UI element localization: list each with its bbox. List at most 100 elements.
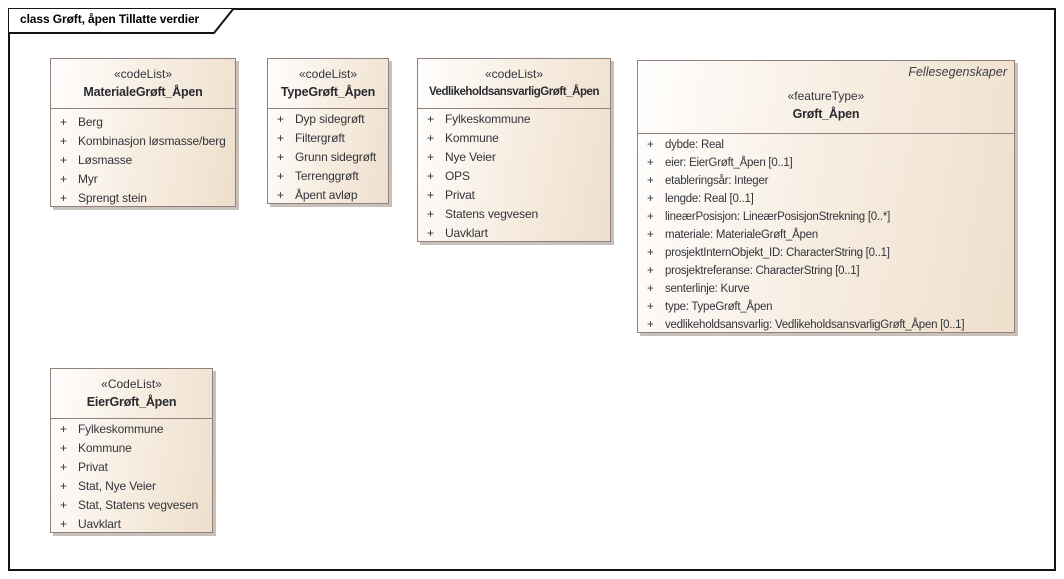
attribute-text: Uavklart (445, 226, 488, 240)
class-name: Grøft_Åpen (792, 107, 860, 121)
class-name: VedlikeholdsansvarligGrøft_Åpen (428, 86, 600, 98)
class-name: TypeGrøft_Åpen (280, 85, 376, 99)
attribute-row: + dybde: Real (644, 136, 1008, 154)
attribute-text: type: TypeGrøft_Åpen (665, 301, 773, 313)
visibility-public-marker: + (647, 211, 654, 223)
stereotype-label: «codeList» (298, 67, 358, 81)
class-box-vedlikeholdsansvarliggroft-apen[interactable]: «codeList» VedlikeholdsansvarligGrøft_Åp… (417, 58, 611, 242)
visibility-public-marker: + (60, 498, 67, 512)
class-name: EierGrøft_Åpen (86, 395, 177, 409)
frame-title-tab: class Grøft, åpen Tillatte verdier (8, 8, 242, 35)
attribute-text: Dyp sidegrøft (295, 112, 365, 126)
visibility-public-marker: + (60, 460, 67, 474)
package-label: Fellesegenskaper (908, 65, 1007, 79)
attribute-text: Terrenggrøft (295, 169, 359, 183)
class-box-eiergroft-apen[interactable]: «CodeList» EierGrøft_Åpen + Fylkeskommune… (50, 368, 213, 533)
attribute-text: Filtergrøft (295, 131, 345, 145)
attribute-text: Sprengt stein (78, 191, 147, 205)
attribute-compartment: + Berg +Kombinasjon løsmasse/berg + Løsmas… (51, 109, 235, 208)
attribute-row: + Sprengt stein (57, 189, 229, 208)
class-header: «CodeList» EierGrøft_Åpen (51, 369, 212, 419)
attribute-row: +Grunn sidegrøft (274, 148, 382, 167)
attribute-row: +materiale: MaterialeGrøft_Åpen (644, 226, 1008, 244)
visibility-public-marker: + (60, 422, 67, 436)
attribute-row: + type: TypeGrøft_Åpen (644, 298, 1008, 316)
attribute-row: +Terrenggrøft (274, 167, 382, 186)
attribute-text: Berg (78, 115, 103, 129)
attribute-text: OPS (445, 169, 470, 183)
visibility-public-marker: + (427, 226, 434, 240)
attribute-row: + Kommune (424, 129, 604, 148)
attribute-row: +Statens vegvesen (424, 205, 604, 224)
attribute-text: Kommune (78, 441, 132, 455)
class-box-typegroft-apen[interactable]: «codeList» TypeGrøft_Åpen + Dyp sidegrøft… (267, 58, 389, 204)
diagram-frame (8, 8, 1056, 571)
attribute-row: + Myr (57, 170, 229, 189)
attribute-row: + Dyp sidegrøft (274, 110, 382, 129)
visibility-public-marker: + (60, 479, 67, 493)
class-box-groft-apen[interactable]: Fellesegenskaper «featureType» Grøft_Åpe… (637, 60, 1015, 333)
attribute-row: +etableringsår: Integer (644, 172, 1008, 190)
visibility-public-marker: + (427, 207, 434, 221)
attribute-text: Privat (78, 460, 108, 474)
class-name: MaterialeGrøft_Åpen (83, 85, 203, 99)
attribute-text: Kommune (445, 131, 499, 145)
class-header: «codeList» TypeGrøft_Åpen (268, 59, 388, 109)
visibility-public-marker: + (427, 150, 434, 164)
attribute-text: prosjektInternObjekt_ID: CharacterString… (665, 247, 890, 259)
attribute-row: + Løsmasse (57, 151, 229, 170)
visibility-public-marker: + (647, 157, 654, 169)
attribute-text: Fylkeskommune (445, 112, 531, 126)
visibility-public-marker: + (277, 131, 284, 145)
visibility-public-marker: + (647, 319, 654, 331)
attribute-text: vedlikeholdsansvarlig: Vedlikeholdsansva… (665, 319, 965, 331)
visibility-public-marker: + (277, 188, 284, 202)
visibility-public-marker: + (647, 265, 654, 277)
attribute-text: dybde: Real (665, 139, 724, 151)
attribute-text: Myr (78, 172, 98, 186)
attribute-row: + vedlikeholdsansvarlig: Vedlikeholdsansv… (644, 316, 1008, 334)
visibility-public-marker: + (647, 139, 654, 151)
attribute-compartment: +Fylkeskommune +Kommune +Nye Veier +OPS … (418, 109, 610, 243)
attribute-row: +Uavklart (57, 515, 206, 534)
attribute-text: materiale: MaterialeGrøft_Åpen (665, 229, 818, 241)
attribute-text: Grunn sidegrøft (295, 150, 377, 164)
visibility-public-marker: + (60, 153, 67, 167)
visibility-public-marker: + (60, 191, 67, 205)
attribute-text: lengde: Real [0..1] (665, 193, 754, 205)
visibility-public-marker: + (60, 441, 67, 455)
visibility-public-marker: + (60, 115, 67, 129)
attribute-row: + Privat (57, 458, 206, 477)
stereotype-label: «codeList» (113, 67, 173, 81)
attribute-row: + Berg (57, 113, 229, 132)
class-header: «codeList» VedlikeholdsansvarligGrøft_Åp… (418, 59, 610, 109)
attribute-row: + prosjektreferanse: CharacterString [0..… (644, 262, 1008, 280)
attribute-text: Åpent avløp (295, 188, 358, 202)
class-box-materialegroft-apen[interactable]: «codeList» MaterialeGrøft_Åpen + Berg +Ko… (50, 58, 236, 207)
attribute-row: +eier: EierGrøft_Åpen [0..1] (644, 154, 1008, 172)
attribute-text: senterlinje: Kurve (665, 283, 750, 295)
stereotype-label: «codeList» (484, 67, 544, 81)
attribute-text: prosjektreferanse: CharacterString [0..1… (665, 265, 860, 277)
visibility-public-marker: + (427, 131, 434, 145)
visibility-public-marker: + (647, 193, 654, 205)
attribute-compartment: + dybde: Real +eier: EierGrøft_Åpen [0..1… (638, 134, 1014, 334)
attribute-row: +Stat, Statens vegvesen (57, 496, 206, 515)
attribute-text: lineærPosisjon: LineærPosisjonStrekning … (665, 211, 891, 223)
visibility-public-marker: + (277, 112, 284, 126)
attribute-compartment: + Fylkeskommune + Kommune + Privat + Stat, N… (51, 419, 212, 534)
attribute-text: Stat, Nye Veier (78, 479, 156, 493)
visibility-public-marker: + (647, 301, 654, 313)
stereotype-label: «CodeList» (101, 377, 162, 391)
attribute-row: + Nye Veier (424, 148, 604, 167)
visibility-public-marker: + (60, 172, 67, 186)
visibility-public-marker: + (60, 134, 67, 148)
attribute-row: +OPS (424, 167, 604, 186)
visibility-public-marker: + (647, 247, 654, 259)
attribute-row: + Uavklart (424, 224, 604, 243)
attribute-text: Løsmasse (78, 153, 133, 167)
attribute-text: Fylkeskommune (78, 422, 164, 436)
attribute-text: Nye Veier (445, 150, 496, 164)
attribute-row: +Kombinasjon løsmasse/berg (57, 132, 229, 151)
visibility-public-marker: + (427, 112, 434, 126)
